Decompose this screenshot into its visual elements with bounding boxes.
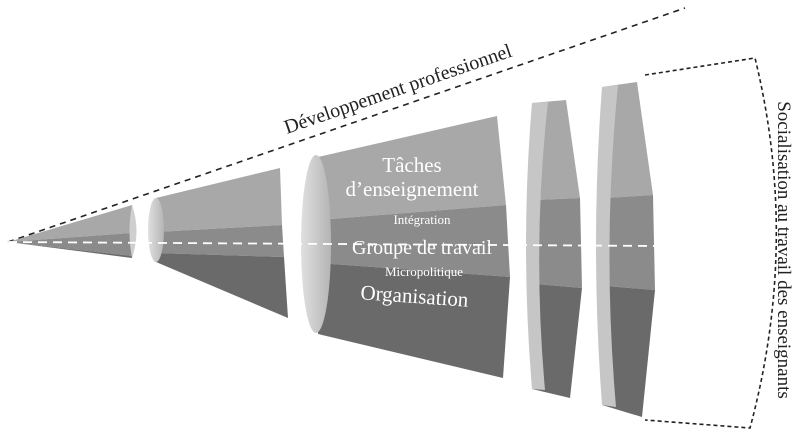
right-dashed-bracket xyxy=(644,57,778,429)
teaching-tasks-label-line1: Tâches xyxy=(382,153,441,177)
upper-dashed-boundary xyxy=(7,7,686,243)
segment-4 xyxy=(526,100,582,398)
segment-5 xyxy=(596,82,655,417)
segment-2 xyxy=(148,168,288,318)
segment-3 xyxy=(301,116,510,378)
work-group-label: Groupe de travail xyxy=(352,237,492,259)
integration-label: Intégration xyxy=(393,212,451,227)
central-dashed-axis xyxy=(7,241,661,247)
teacher-socialization-label: Socialisation au travail des enseignants xyxy=(773,101,794,399)
teaching-tasks-label-line2: d’enseignement xyxy=(346,177,479,201)
segment-1 xyxy=(8,205,137,258)
micropolitics-label: Micropolitique xyxy=(385,264,463,279)
